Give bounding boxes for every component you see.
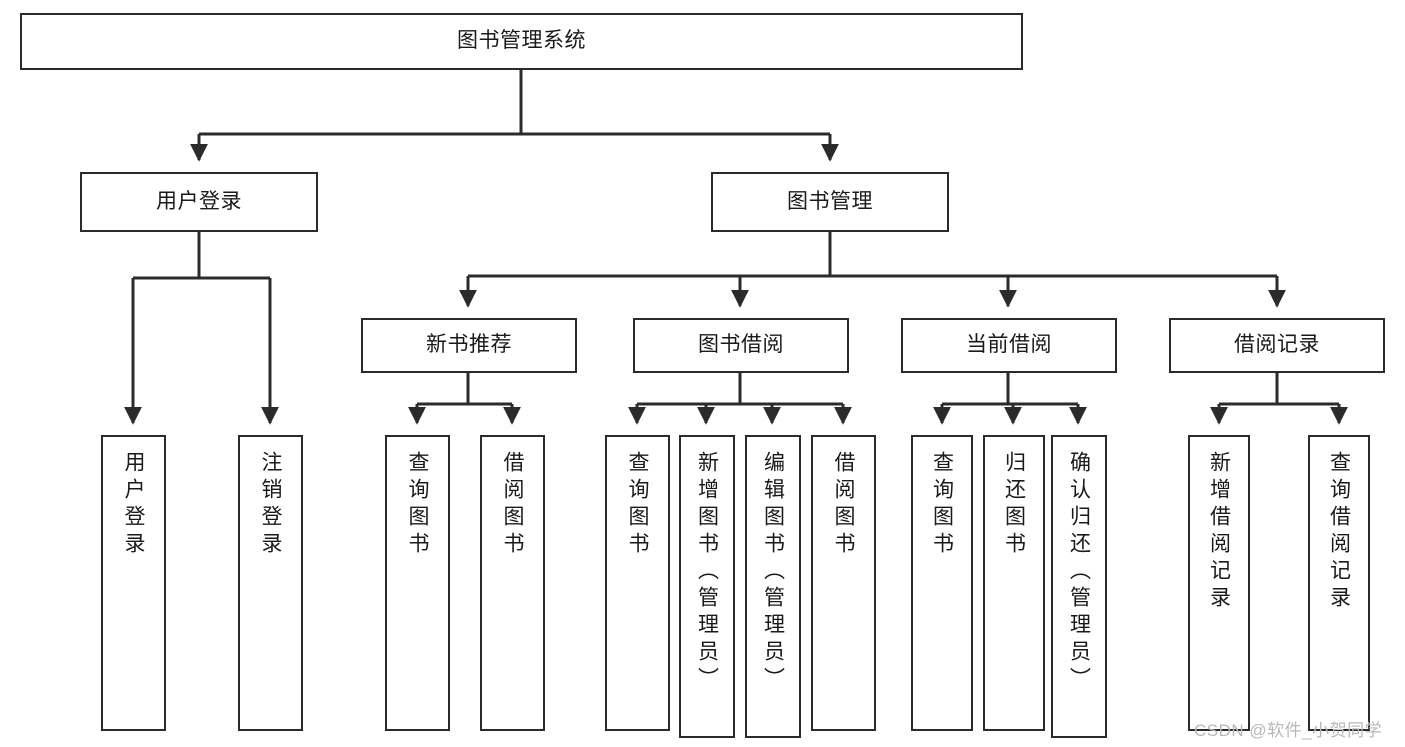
leaf-add-book-admin[interactable]: 新增图书（管理员） — [679, 435, 735, 738]
csdn-watermark: CSDN @软件_小贺同学 — [1194, 721, 1383, 740]
leaf-query-book-current-label: 查询图书 — [930, 451, 954, 559]
node-book-management[interactable]: 图书管理 — [711, 172, 949, 232]
leaf-return-book-label: 归还图书 — [1002, 451, 1026, 559]
node-root[interactable]: 图书管理系统 — [20, 13, 1023, 70]
leaf-query-book-borrow[interactable]: 查询图书 — [605, 435, 670, 731]
leaf-borrow-book-label: 借阅图书 — [832, 451, 855, 559]
node-book-management-label: 图书管理 — [787, 189, 873, 213]
leaf-add-borrow-record-label: 新增借阅记录 — [1207, 451, 1231, 613]
leaf-edit-book-admin-label: 编辑图书（管理员） — [761, 451, 785, 694]
node-user-login[interactable]: 用户登录 — [80, 172, 318, 232]
node-new-book-recommend-label: 新书推荐 — [426, 333, 512, 357]
leaf-logout[interactable]: 注销登录 — [238, 435, 303, 731]
node-user-login-label: 用户登录 — [156, 189, 242, 213]
node-current-borrow[interactable]: 当前借阅 — [901, 318, 1117, 373]
leaf-add-book-admin-label: 新增图书（管理员） — [695, 451, 719, 694]
leaf-query-book-current[interactable]: 查询图书 — [911, 435, 973, 731]
leaf-borrow-book[interactable]: 借阅图书 — [811, 435, 876, 731]
leaf-user-login[interactable]: 用户登录 — [101, 435, 166, 731]
leaf-query-borrow-record-label: 查询借阅记录 — [1327, 451, 1351, 613]
node-book-borrow[interactable]: 图书借阅 — [633, 318, 849, 373]
leaf-borrow-book-recommend-label: 借阅图书 — [501, 451, 524, 559]
node-current-borrow-label: 当前借阅 — [966, 333, 1052, 357]
node-book-borrow-label: 图书借阅 — [698, 333, 784, 357]
node-new-book-recommend[interactable]: 新书推荐 — [361, 318, 577, 373]
leaf-query-book-recommend-label: 查询图书 — [406, 451, 429, 559]
node-borrow-record[interactable]: 借阅记录 — [1169, 318, 1385, 373]
leaf-logout-label: 注销登录 — [259, 451, 282, 559]
leaf-query-borrow-record[interactable]: 查询借阅记录 — [1308, 435, 1370, 731]
leaf-confirm-return-admin-label: 确认归还（管理员） — [1067, 451, 1091, 694]
leaf-query-book-borrow-label: 查询图书 — [626, 451, 649, 559]
node-root-label: 图书管理系统 — [457, 29, 586, 53]
leaf-return-book[interactable]: 归还图书 — [983, 435, 1045, 731]
leaf-confirm-return-admin[interactable]: 确认归还（管理员） — [1051, 435, 1107, 738]
leaf-borrow-book-recommend[interactable]: 借阅图书 — [480, 435, 545, 731]
leaf-edit-book-admin[interactable]: 编辑图书（管理员） — [745, 435, 801, 738]
node-borrow-record-label: 借阅记录 — [1234, 333, 1320, 357]
leaf-query-book-recommend[interactable]: 查询图书 — [385, 435, 450, 731]
leaf-add-borrow-record[interactable]: 新增借阅记录 — [1188, 435, 1250, 731]
leaf-user-login-label: 用户登录 — [122, 451, 145, 559]
